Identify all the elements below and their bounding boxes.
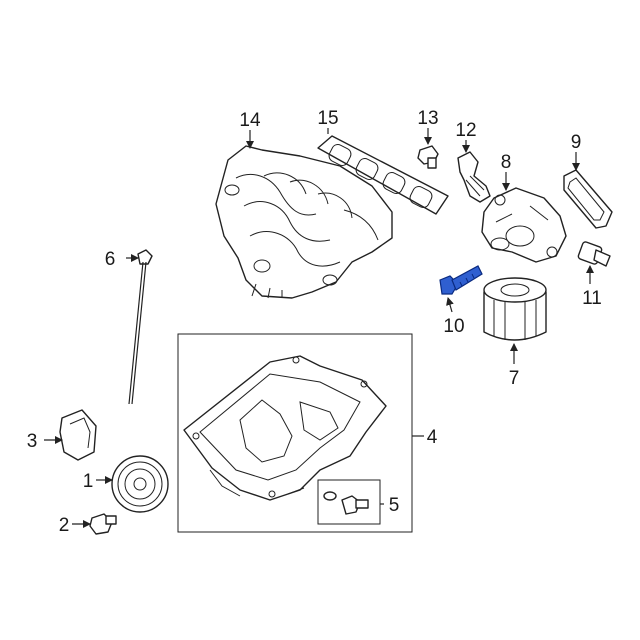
intake-manifold[interactable] (215, 145, 393, 299)
manifold-gasket[interactable] (317, 135, 449, 215)
callout-9: 9 (571, 132, 582, 153)
oil-filter-adapter[interactable] (481, 187, 567, 263)
callout-6: 6 (105, 249, 116, 270)
callout-13: 13 (417, 108, 438, 129)
oil-dipstick[interactable] (128, 249, 153, 405)
callout-15: 15 (317, 108, 338, 129)
callout-12: 12 (455, 120, 476, 141)
leader-lines (44, 128, 594, 528)
callout-5: 5 (389, 495, 400, 516)
front-cover-seal[interactable] (59, 409, 97, 461)
callout-labels: 14 15 13 12 8 9 11 10 7 6 4 3 1 2 5 (27, 108, 602, 536)
oil-pan[interactable] (183, 355, 387, 501)
callout-1: 1 (83, 471, 94, 492)
callout-8: 8 (501, 152, 512, 173)
callout-10: 10 (443, 316, 464, 337)
pulley-bolt[interactable] (89, 513, 117, 535)
adapter-gasket[interactable] (563, 169, 613, 229)
arrow-icon (446, 297, 454, 313)
oil-pressure-sensor[interactable] (457, 151, 491, 203)
callout-14: 14 (239, 110, 261, 131)
callout-2: 2 (59, 515, 70, 536)
drain-plug-box (317, 479, 381, 525)
oil-pan-frame (177, 333, 413, 533)
callout-4: 4 (427, 427, 438, 448)
crankshaft-pulley[interactable] (111, 455, 169, 513)
manifold-bolt[interactable] (417, 145, 439, 169)
callout-11: 11 (582, 288, 602, 309)
callout-3: 3 (27, 431, 38, 452)
drain-plug[interactable] (323, 491, 369, 515)
oil-filter[interactable] (483, 277, 547, 341)
oil-temperature-sensor[interactable] (577, 241, 611, 267)
adapter-bolt-highlighted[interactable] (439, 265, 483, 295)
callout-7: 7 (509, 368, 520, 389)
